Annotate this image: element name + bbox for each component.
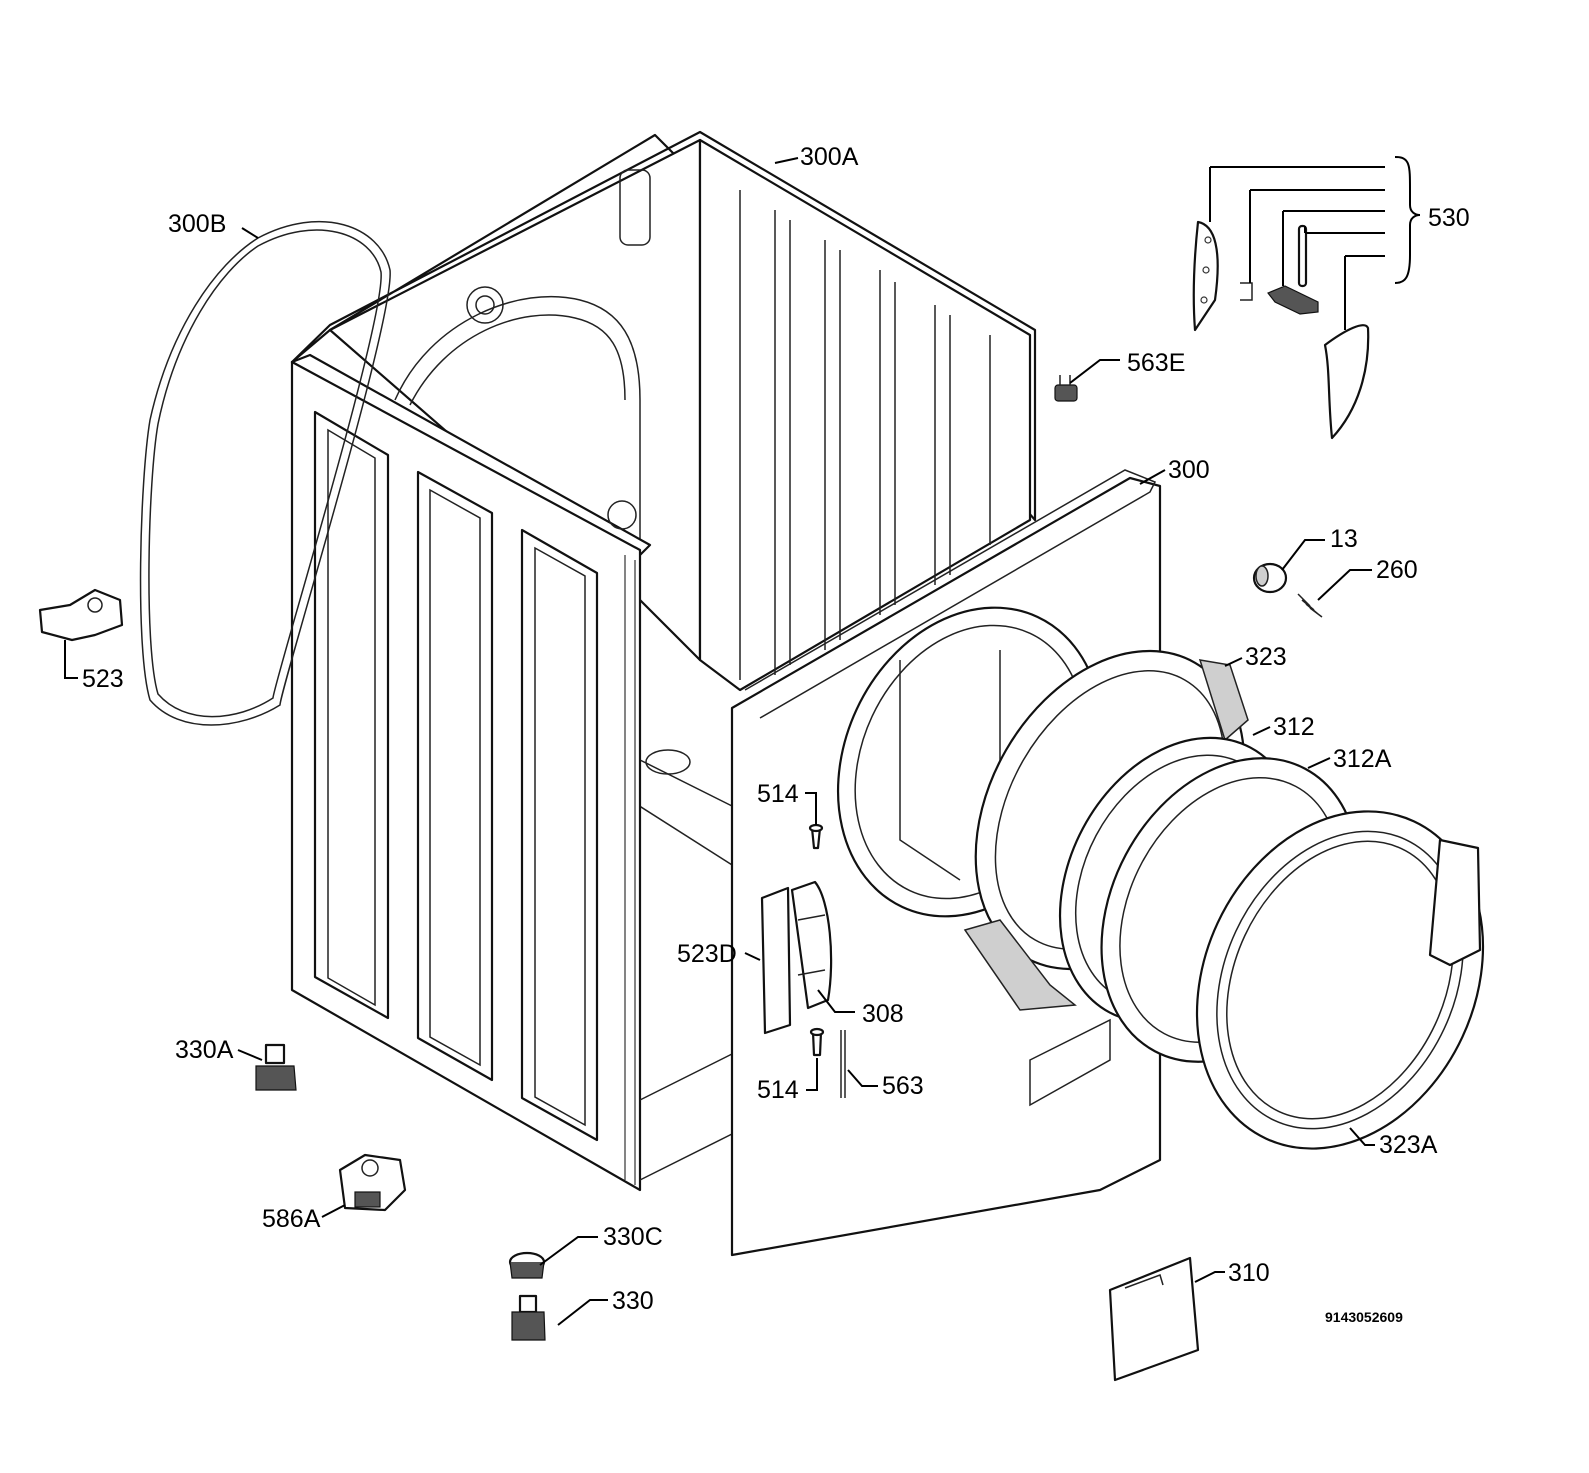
screw-514-bottom: [809, 1027, 825, 1057]
label-330A: 330A: [175, 1036, 234, 1064]
bushing-13: [1252, 562, 1288, 594]
label-323A: 323A: [1379, 1131, 1438, 1159]
label-514-top: 514: [757, 780, 799, 808]
label-312A: 312A: [1333, 745, 1392, 773]
label-523D: 523D: [677, 940, 737, 968]
switch-563E: [1054, 375, 1078, 402]
housing-586A: [338, 1153, 407, 1212]
label-330: 330: [612, 1287, 654, 1315]
gasket-300B: [139, 220, 391, 726]
label-323: 323: [1245, 643, 1287, 671]
label-586A: 586A: [262, 1205, 321, 1233]
spring-260: [1297, 593, 1323, 618]
label-530: 530: [1428, 204, 1470, 232]
label-563E: 563E: [1127, 349, 1185, 377]
label-300B: 300B: [168, 210, 226, 238]
cabinet-300A: [290, 130, 1037, 1192]
label-300A: 300A: [800, 143, 859, 171]
front-panel-300: [730, 469, 1162, 1257]
label-523: 523: [82, 665, 124, 693]
leader-lines: [64, 156, 1421, 1326]
foot-330: [511, 1294, 546, 1341]
foot-330A: [255, 1043, 297, 1091]
label-330C: 330C: [603, 1223, 663, 1251]
drawing-code: 9143052609: [1325, 1309, 1403, 1325]
label-300: 300: [1168, 456, 1210, 484]
flap-310: [1108, 1256, 1200, 1382]
outer-door-323A: [1195, 810, 1485, 1150]
label-563: 563: [882, 1072, 924, 1100]
hinge-523D: [760, 880, 833, 1035]
label-13: 13: [1330, 525, 1358, 553]
nut-330C: [508, 1251, 546, 1279]
handle-set-530: [1192, 220, 1370, 440]
label-310: 310: [1228, 1259, 1270, 1287]
label-312: 312: [1273, 713, 1315, 741]
bracket-523: [38, 588, 124, 642]
label-260: 260: [1376, 556, 1418, 584]
label-308: 308: [862, 1000, 904, 1028]
label-514-bottom: 514: [757, 1076, 799, 1104]
rod-563: [840, 1030, 846, 1098]
